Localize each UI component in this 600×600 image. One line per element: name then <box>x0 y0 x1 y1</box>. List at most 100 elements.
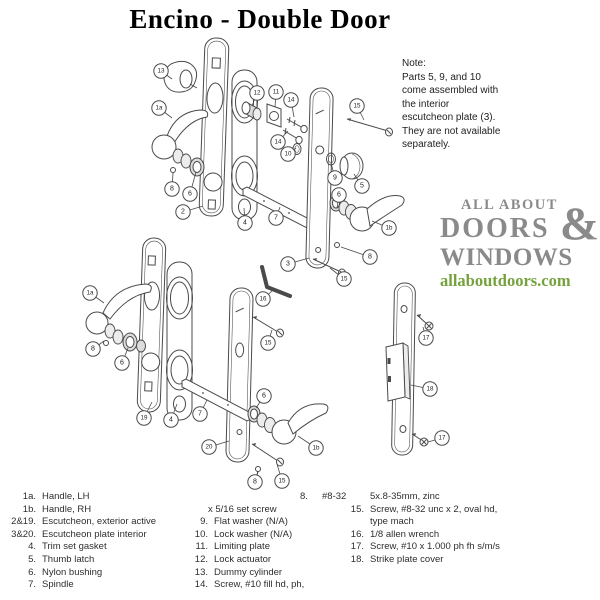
callout-label: 13 <box>158 68 165 75</box>
part-description: Nylon bushing <box>42 566 103 578</box>
callout-circle-8 <box>85 341 101 357</box>
escutcheon-exterior-plate-2 <box>198 37 230 217</box>
callout-circle-18 <box>422 381 438 397</box>
screw-17-top <box>416 314 434 331</box>
callout-label: 15 <box>354 103 361 110</box>
part-number: 9. <box>200 516 208 528</box>
callout-circle-5 <box>354 178 370 194</box>
callout-circle-14 <box>283 92 299 108</box>
handle-rh-bottom <box>247 403 329 445</box>
callout-label: 2 <box>181 209 185 216</box>
part-description: Screw, #10 x 1.000 ph fh s/m/s <box>370 541 500 553</box>
callout-circle-6 <box>256 388 272 404</box>
callout-circle-15 <box>260 335 276 351</box>
parts-list-item-8: 8. #8-32 <box>300 491 346 504</box>
part-description: Lock washer (N/A) <box>214 528 293 540</box>
screw-17-bottom <box>411 433 429 447</box>
escutcheon-interior-plate-20 <box>225 287 254 463</box>
callout-label: 7 <box>274 215 278 222</box>
parts-list-col2-row: 14. Screw, #10 fill hd, ph, <box>178 579 305 592</box>
parts-list-col1-row: 1b.Handle, RH <box>8 504 156 517</box>
note-line: come assembled with <box>402 85 499 96</box>
screw-14-upper <box>286 116 308 134</box>
callout-circle-11 <box>268 84 284 100</box>
callout-circle-9 <box>327 170 343 186</box>
part-description: x 5/16 set screw <box>208 503 277 515</box>
thumb-latch-5 <box>339 152 364 180</box>
part-description: Flat washer (N/A) <box>214 516 288 528</box>
callout-circle-12 <box>249 85 265 101</box>
callout-label: 12 <box>254 90 261 97</box>
parts-list-col2-row: x 5/16 set screw <box>178 504 304 517</box>
part-description: Screw, #10 fill hd, ph, <box>214 579 305 591</box>
callout-circle-20 <box>201 439 217 455</box>
callout-circle-10 <box>280 146 296 162</box>
allen-wrench-16 <box>260 265 292 298</box>
parts-list-item-8-num: 8. <box>300 491 308 502</box>
part-number: 12. <box>194 553 208 565</box>
parts-list-col3-row: 17.Screw, #10 x 1.000 ph fh s/m/s <box>336 541 500 554</box>
logo-all-about: ALL ABOUT <box>461 197 558 213</box>
parts-list-col1-row: 2&19. Escutcheon, exterior active <box>8 516 156 529</box>
part-number: 3&20. <box>11 528 36 540</box>
callout-label: 3 <box>286 261 290 268</box>
callout-label: 1a <box>156 105 163 112</box>
callout-label: 6 <box>262 393 266 400</box>
parts-list-col3-row: 15.Screw, #8-32 unc x 2, oval hd, <box>336 504 500 517</box>
screw-14-lower <box>282 127 303 145</box>
callout-label: 8 <box>170 186 174 193</box>
part-number <box>336 516 364 529</box>
parts-list-col3-row: 5x.8-35mm, zinc <box>336 491 500 504</box>
callout-label: 4 <box>243 220 247 227</box>
callout-circle-8 <box>362 249 378 265</box>
parts-list-col1-row: 6. Nylon bushing <box>8 567 156 580</box>
callout-label: 19 <box>141 415 148 422</box>
callout-circle-1a <box>151 100 167 116</box>
limiting-plate-11 <box>266 103 282 128</box>
set-screw-top-right <box>334 242 340 248</box>
part-number <box>336 491 364 504</box>
parts-list-col2-row: 9. Flat washer (N/A) <box>178 516 304 529</box>
strike-plate-latch-box <box>385 342 411 402</box>
callout-label: 9 <box>333 175 337 182</box>
callout-label: 8 <box>253 479 257 486</box>
callout-circle-1b <box>308 440 324 456</box>
part-description: Escutcheon, exterior active <box>42 516 157 528</box>
callout-circle-13 <box>153 63 169 79</box>
part-number: 14. <box>194 579 208 591</box>
parts-list-col1-row: 4.Trim set gasket <box>8 541 156 554</box>
parts-list-col2-row: 10.Lock washer (N/A) <box>178 529 304 542</box>
part-number: 2&19. <box>11 516 36 528</box>
part-description: Escutcheon plate interior <box>42 528 147 540</box>
brand-logo: ALL ABOUT & DOORS WINDOWS allaboutdoors.… <box>440 197 599 289</box>
callout-circle-19 <box>136 410 152 426</box>
callout-label: 6 <box>120 360 124 367</box>
parts-list-column-3: 5x.8-35mm, zinc 15.Screw, #8-32 unc x 2, … <box>336 491 500 567</box>
handle-rh-top <box>329 194 405 248</box>
callout-circle-4 <box>237 215 253 231</box>
callout-circle-6 <box>331 187 347 203</box>
callout-label: 1b <box>386 225 393 232</box>
dummy-cylinder-13 <box>163 60 198 93</box>
part-number: 6. <box>28 566 36 578</box>
part-description: 5x.8-35mm, zinc <box>370 491 440 502</box>
callout-circle-7 <box>192 406 208 422</box>
page-title: Encino - Double Door <box>129 4 391 34</box>
handle-lh-top <box>151 109 209 177</box>
parts-list-col2-row: 11.Limiting plate <box>178 541 304 554</box>
parts-list-col3-row: 16.1/8 allen wrench <box>336 529 500 542</box>
logo-doors: DOORS <box>440 212 550 244</box>
callout-circle-17 <box>434 430 450 446</box>
callout-circle-8 <box>247 474 263 490</box>
callout-circle-15 <box>274 473 290 489</box>
callout-label: 15 <box>341 276 348 283</box>
callout-label: 18 <box>427 386 434 393</box>
callout-circle-4 <box>163 412 179 428</box>
note-line: the interior <box>402 98 450 110</box>
set-screw-bottom-middle <box>255 466 261 476</box>
parts-list-col2-row: 13.Dummy cylinder <box>178 567 304 580</box>
callout-circle-2 <box>175 204 191 220</box>
